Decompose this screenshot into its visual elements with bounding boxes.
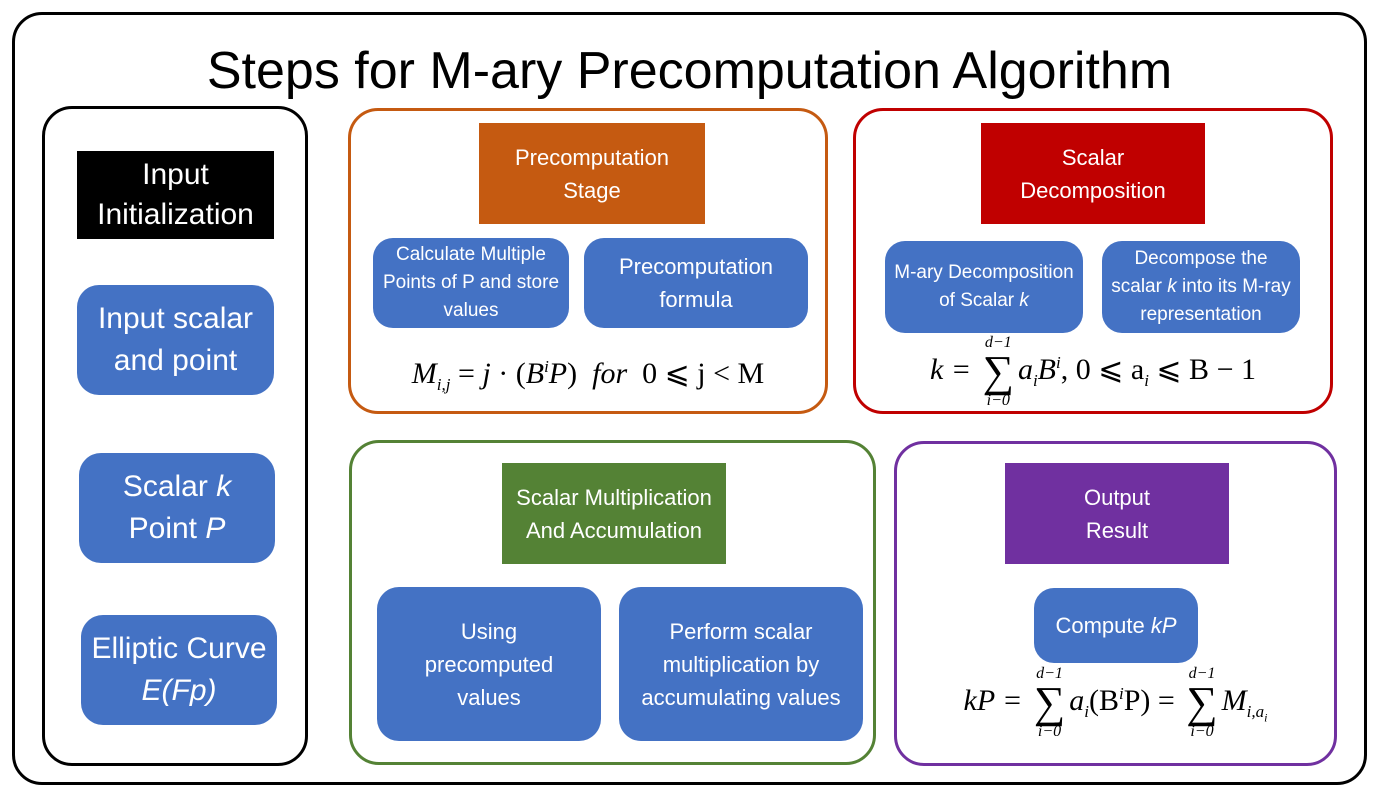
precomputation-formula-box: Precomputation formula bbox=[584, 238, 808, 328]
scalar-var: k bbox=[216, 470, 232, 503]
multiplication-header: Scalar Multiplication And Accumulation bbox=[502, 463, 726, 564]
scalar-label: Scalar bbox=[122, 470, 217, 503]
perform-scalar-multiplication-box: Perform scalar multiplication by accumul… bbox=[619, 587, 863, 741]
output-formula: kP = d−1 ∑ i−0 ai(BiP) = d−1 ∑ i−0 Mi,ai bbox=[963, 665, 1268, 740]
output-header: Output Result bbox=[1005, 463, 1229, 564]
input-header: Input Initialization bbox=[77, 151, 274, 239]
decompose-scalar-box: Decompose the scalar k into its M-ray re… bbox=[1102, 241, 1300, 333]
calculate-multiple-points-box: Calculate Multiple Points of P and store… bbox=[373, 238, 569, 328]
output-panel: Output Result Compute kP kP = d−1 ∑ i−0 … bbox=[894, 441, 1337, 766]
multiplication-panel: Scalar Multiplication And Accumulation U… bbox=[349, 440, 876, 765]
elliptic-curve-label: Elliptic Curve bbox=[91, 632, 267, 665]
elliptic-curve-box: Elliptic Curve E(Fp) bbox=[81, 615, 277, 725]
using-precomputed-box: Using precomputed values bbox=[377, 587, 601, 741]
input-scalar-point-text: Input scalar and point bbox=[97, 302, 254, 377]
decomposition-formula: k = d−1 ∑ i−0 aiBi, 0 ⩽ ai ⩽ B − 1 bbox=[930, 334, 1256, 409]
mary-decomposition-box: M-ary Decomposition of Scalar k bbox=[885, 241, 1083, 333]
diagram-title: Steps for M-ary Precomputation Algorithm bbox=[206, 42, 1173, 100]
elliptic-curve-var: E(Fp) bbox=[141, 674, 217, 707]
precomputation-header: Precomputation Stage bbox=[479, 123, 705, 224]
precomputation-panel: Precomputation Stage Calculate Multiple … bbox=[348, 108, 828, 414]
decomposition-panel: Scalar Decomposition M-ary Decomposition… bbox=[853, 108, 1333, 414]
compute-kp-box: Compute kP bbox=[1034, 588, 1198, 663]
point-label: Point bbox=[128, 512, 206, 545]
point-var: P bbox=[205, 512, 226, 545]
input-panel: Input Initialization Input scalar and po… bbox=[42, 106, 308, 766]
precomputation-formula: Mi,j = j · (BiP) for 0 ⩽ j < M bbox=[411, 357, 765, 394]
decomposition-header: Scalar Decomposition bbox=[981, 123, 1205, 224]
input-scalar-point-box: Input scalar and point bbox=[77, 285, 274, 395]
